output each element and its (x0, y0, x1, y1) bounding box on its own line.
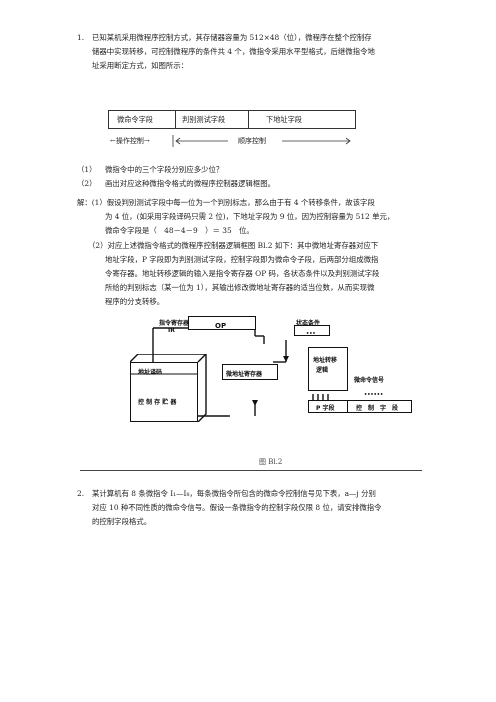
micro-cmd-signal-label: 微命令信号 (354, 377, 385, 384)
field-test: 判别测试字段 (182, 115, 226, 124)
op-control-label: ←操作控制→ (110, 137, 150, 145)
sub-q2-text: 画出对应这种微指令格式的微程序控制器逻辑框图。 (105, 179, 275, 188)
q1-line-3: 址采用断定方式，如图所示： (92, 61, 189, 70)
format-fields-row: 微命令字段 判别测试字段 下地址字段 (108, 110, 356, 129)
field-divider (248, 111, 249, 128)
p-field-label: P 字段 (316, 405, 335, 412)
sub-q1-number: （1） (77, 165, 97, 174)
field-next-address: 下地址字段 (266, 115, 302, 124)
control-store-box (130, 362, 198, 422)
microinstruction-format: 微命令字段 判别测试字段 下地址字段 ←操作控制→ 顺序控制 (108, 110, 356, 152)
answer-line-8: 程序的分支转移。 (105, 297, 165, 306)
sub-q1-text: 微指令中的三个字段分别应多少位？ (105, 165, 224, 174)
q2-line-1: 某计算机有 8 条微指令 I₁—I₈，每条微指令所包含的微命令控制信号见下表，a… (92, 489, 376, 498)
controller-block-diagram: OP 指令寄存器 IR 状态条件 ••• 地址译码 控 制 存 贮 器 微地址寄… (120, 316, 412, 438)
ir-label-2: IR (168, 327, 175, 334)
micro-address-register-box (222, 364, 278, 380)
status-label: 状态条件 (296, 320, 321, 327)
answer-line-1: 解：(1）假设判别测试字段中每一位为一个判别标志，那么由于有 4 个转移条件，故… (77, 198, 375, 207)
answer-line-4: （2）对应上述微指令格式的微程序控制器逻辑框图 Bl.2 如下：其中微地址寄存器… (88, 241, 379, 250)
q1-line-2: 储器中实现转移，可控制微程序的条件共 4 个，微指令采用水平型格式，后继微指令地 (92, 47, 375, 56)
addr-decode-label: 地址译码 (138, 369, 163, 376)
q2-line-2: 对应 10 种不同性质的微命令信号。假设一条微指令的控制字段仅限 8 位，请安排… (92, 503, 382, 512)
ir-label: 指令寄存器 (159, 320, 190, 327)
micro-addr-reg-label: 微地址寄存器 (226, 371, 263, 378)
status-dots: ••• (306, 331, 316, 337)
addr-transfer-label-2: 逻辑 (316, 367, 329, 374)
q1-number: 1. (77, 33, 85, 42)
answer-line-7: 所给的判别标志（某一位为 1），其输出修改微地址寄存器的适当位数，从而实现微 (105, 283, 375, 292)
answer-line-2: 为 4 位，(如采用字段译码只需 2 位)，下地址字段为 9 位，因为控制容量为… (105, 212, 395, 221)
answer-line-5: 地址字段，P 字段即为判别测试字段，控制字段即为微命令子段，后两部分组成微指 (105, 255, 379, 264)
format-control-row: ←操作控制→ 顺序控制 (108, 134, 356, 148)
address-transfer-logic-box (308, 347, 348, 391)
field-divider (175, 111, 176, 128)
sub-q2-number: （2） (77, 179, 97, 188)
instruction-register-op-box (188, 316, 256, 330)
answer-line-6: 令寄存器。地址转移逻辑的输入是指令寄存器 OP 码，各状态条件以及判别测试字段 (105, 269, 380, 278)
micro-cmd-dots: •••••• (364, 392, 384, 398)
q2-number: 2. (77, 489, 85, 498)
p-field-box (308, 400, 348, 413)
figure-caption: 图 Bl.2 (259, 458, 283, 466)
q2-line-3: 的控制字段格式。 (92, 517, 152, 526)
field-micro-command: 微命令字段 (117, 115, 153, 124)
cs-memory-label: 控 制 存 贮 器 (138, 399, 177, 406)
seq-control-arrow (172, 135, 351, 147)
addr-transfer-label-1: 地址转移 (313, 357, 338, 364)
separator-line (80, 470, 422, 471)
ctrl-field-label: 控 制 字 段 (356, 405, 399, 412)
status-box (294, 325, 330, 336)
q1-line-1: 已知某机采用微程序控制方式，其存储器容量为 512×48（位），微程序在整个控制… (92, 33, 372, 42)
op-label: OP (215, 322, 227, 330)
control-store-3d (130, 354, 207, 422)
seq-control-label: 顺序控制 (238, 137, 266, 145)
answer-line-3: 微命令字段是（ 48－4－9 ）＝ 35 位。 (105, 226, 254, 235)
